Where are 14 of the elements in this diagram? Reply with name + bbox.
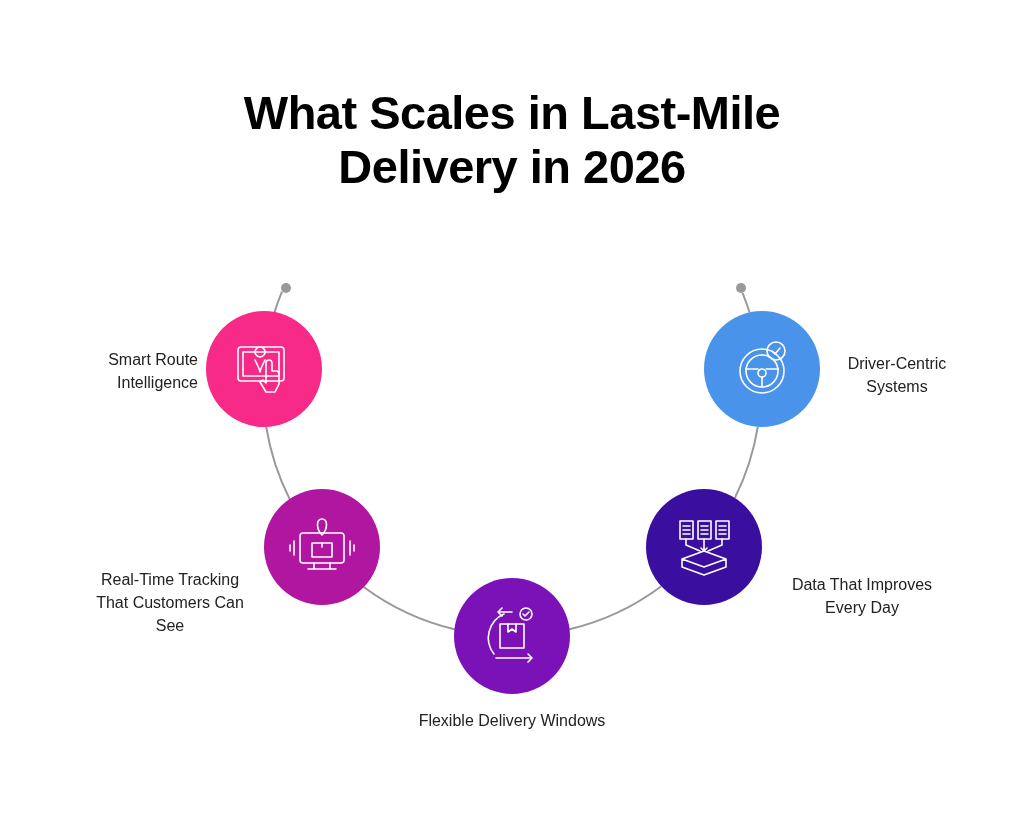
arc-connector (568, 585, 663, 631)
arc-connector (362, 586, 456, 631)
topic-label: Smart Route Intelligence (107, 350, 198, 393)
arc-connector (273, 290, 283, 314)
end-dot (736, 283, 746, 293)
end-dot (281, 283, 291, 293)
arc-connector (265, 425, 291, 501)
topic-label: Data That Improves Every Day (790, 575, 934, 618)
arc-connector (733, 425, 759, 499)
topic-label: Flexible Delivery Windows (417, 711, 607, 731)
topic-label: Driver-Centric Systems (846, 354, 948, 397)
title: What Scales in Last-Mile Delivery in 2026 (242, 86, 782, 194)
topic-label: Real-Time Tracking That Customers Can See (95, 570, 245, 636)
arc-connector (741, 291, 751, 314)
